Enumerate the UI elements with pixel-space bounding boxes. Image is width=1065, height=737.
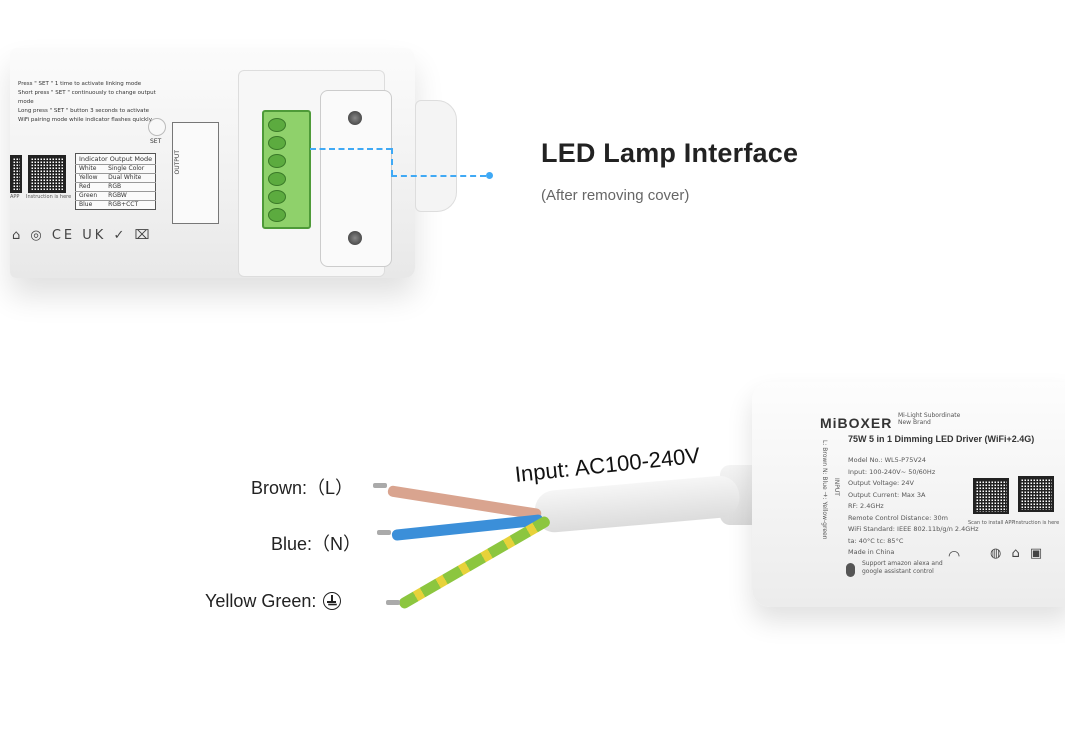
qr-code [973,478,1009,514]
wifi-icon: ◠ [948,548,961,564]
instruction-caption: Instruction is here [1014,520,1060,526]
removed-cover [320,90,392,267]
table-title: Indicator Output Mode [79,155,153,163]
instruction-list: Press " SET " 1 time to activate linking… [18,80,158,125]
brown-wire-label: Brown:（L） [251,478,354,498]
terminal-screw [268,136,286,150]
wire-tip [386,600,400,605]
set-label: SET [150,138,162,145]
terminal-screw [268,154,286,168]
wire-tip [373,483,387,488]
callout-line-vertical [391,148,393,176]
terminal-block [262,110,311,229]
lamp-interface-subtitle: (After removing cover) [541,187,690,204]
callout-line [391,175,486,177]
bottom-device-image: MiBOXER Mi-Light Subordinate New Brand 7… [720,370,1065,670]
power-cable [533,474,742,534]
callout-line [310,148,392,150]
qr-code [28,155,66,193]
brand-subtitle: Mi-Light Subordinate New Brand [898,412,961,426]
ground-icon [323,592,342,610]
qr-code [1018,476,1054,512]
brown-wire [387,485,542,521]
voice-support-text: Support amazon alexa and google assistan… [862,560,943,575]
screw-icon [348,111,362,125]
app-qr-code [10,155,22,193]
wire-tip [377,530,391,535]
terminal-screw [268,208,286,222]
lamp-interface-title: LED Lamp Interface [541,138,799,168]
callout-dot [486,172,493,179]
instruction-line: Press " SET " 1 time to activate linking… [18,81,142,87]
terminal-screw [268,172,286,186]
driver-housing [752,382,1065,607]
spec-line: WiFi Standard: IEEE 802.11b/g/n 2.4GHz [848,525,979,533]
spec-line: Model No.: WL5-P75V24 [848,456,927,464]
instruction-line: Long press " SET " button 3 seconds to a… [18,108,152,123]
spec-line: Output Current: Max 3A [848,490,926,499]
screw-icon [348,231,362,245]
brand-logo: MiBOXER [820,415,893,431]
spec-line: Made in China [848,548,895,556]
scan-caption: Scan to install APP [968,520,1015,526]
microphone-icon [846,563,855,577]
set-button [148,118,166,136]
qr-caption: Instruction is here [26,194,72,200]
output-label: OUTPUT [174,150,181,175]
ground-wire-label: Yellow Green: [205,591,342,612]
terminal-screw [268,190,286,204]
spec-line: Output Voltage: 24V [848,479,914,487]
spec-list: Model No.: WL5-P75V24 Input: 100-240V~ 5… [848,455,979,559]
spec-line: ta: 40°C tc: 85°C [848,536,904,545]
blue-wire-label: Blue:（N） [271,534,362,554]
ground-wire-text: Yellow Green: [205,591,317,611]
certification-icons: ⌂ ◎ CE UK ✓ ⌧ [12,228,153,243]
spec-line: Remote Control Distance: 30m [848,513,948,522]
terminal-screw [268,118,286,132]
top-device-image: Press " SET " 1 time to activate linking… [0,40,460,340]
cert-icons: ◍ ⌂ ▣ [990,546,1046,561]
input-label: INPUT [833,478,840,496]
app-caption: APP [10,194,20,200]
mounting-ear [415,100,457,212]
input-wiring-text: L: Brown N: Blue ⏚: Yellow-green [821,440,828,540]
instruction-line: Short press " SET " continuously to chan… [18,90,156,105]
spec-line: RF: 2.4GHz [848,502,884,510]
model-title: 75W 5 in 1 Dimming LED Driver (WiFi+2.4G… [848,434,1035,444]
spec-line: Input: 100-240V~ 50/60Hz [848,467,936,476]
output-table [172,122,219,224]
